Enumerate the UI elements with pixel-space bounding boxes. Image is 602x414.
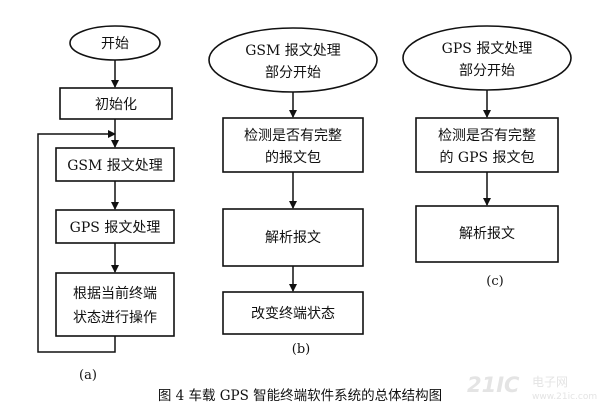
flow-c-detect-text-2: 的 GPS 报文包 <box>439 150 534 166</box>
flow-a-gps-box <box>55 209 175 244</box>
flow-b-detect-text-1: 检测是否有完整 <box>244 128 342 144</box>
flow-a-operate-text-1: 根据当前终端 <box>73 285 157 302</box>
flow-c-start-text-2: 部分开始 <box>459 63 515 79</box>
flow-b-change-box <box>222 291 364 335</box>
flow-c: GPS 报文处理 部分开始 检测是否有完整 的 GPS 报文包 解析报文 (c) <box>402 25 572 289</box>
flow-a-gsm-text: GSM 报文处理 <box>67 158 163 174</box>
flow-a-loop-line <box>37 130 116 353</box>
flow-a-gps-text: GPS 报文处理 <box>70 220 161 236</box>
flow-b: GSM 报文处理 部分开始 检测是否有完整 的报文包 解析报文 改变终端状态 (… <box>208 27 378 357</box>
flow-a-init-text: 初始化 <box>95 96 137 113</box>
flow-c-start-node <box>402 25 572 91</box>
flow-b-start-text-1: GSM 报文处理 <box>245 43 341 59</box>
flow-b-start-node <box>208 27 378 93</box>
watermark-url: www.21ic.com <box>532 392 597 402</box>
flow-b-start-text-2: 部分开始 <box>265 65 321 81</box>
watermark-logo: 21IC <box>467 373 520 397</box>
flow-b-parse-box <box>222 208 364 267</box>
flow-c-parse-box <box>415 205 559 263</box>
flow-b-label: (b) <box>292 342 310 357</box>
flow-a-start-text: 开始 <box>101 36 129 52</box>
flow-c-parse-text: 解析报文 <box>459 226 515 242</box>
flow-c-detect-box <box>415 117 559 173</box>
flow-b-change-text: 改变终端状态 <box>251 306 335 322</box>
flow-a-init-box <box>59 87 173 120</box>
flow-c-label: (c) <box>486 274 503 289</box>
flow-c-start-text-1: GPS 报文处理 <box>442 41 533 57</box>
flow-c-detect-text-1: 检测是否有完整 <box>438 128 536 144</box>
watermark-site: 电子网 <box>532 375 568 389</box>
flow-a-label: (a) <box>79 368 97 383</box>
flow-a-operate-text-2: 状态进行操作 <box>73 310 157 326</box>
watermark: 21IC 电子网 www.21ic.com <box>467 373 597 402</box>
flow-b-parse-text: 解析报文 <box>265 230 321 246</box>
flow-a-operate-box <box>55 272 175 337</box>
flow-b-detect-text-2: 的报文包 <box>265 150 321 166</box>
flow-a: 开始 初始化 GSM 报文处理 GPS 报文处理 根据当前终端 状态进行操作 (… <box>37 25 175 383</box>
figure-caption: 图 4 车载 GPS 智能终端软件系统的总体结构图 <box>158 387 442 404</box>
